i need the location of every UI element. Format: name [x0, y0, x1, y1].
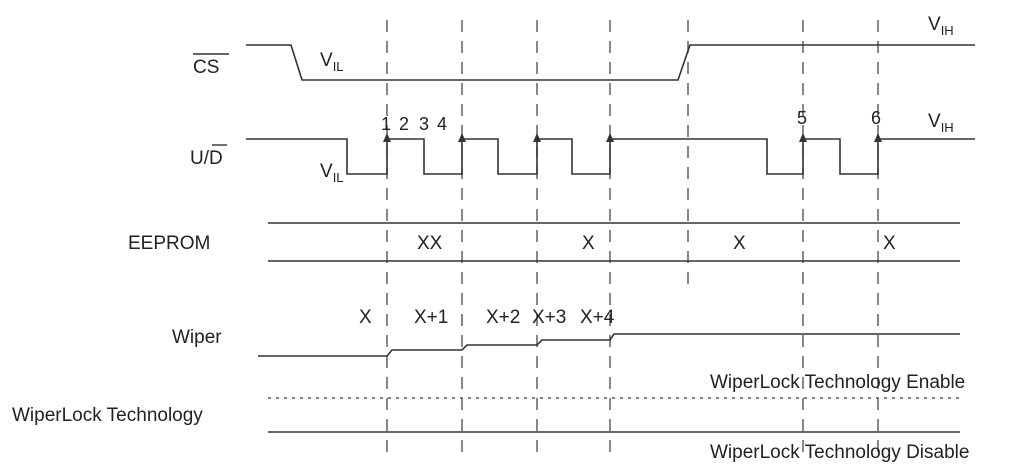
wiper-value: X+4 [580, 307, 615, 328]
cs-label: CS [193, 57, 219, 78]
eeprom-value: X [733, 233, 746, 254]
cs-low-level-label: VIL [320, 50, 344, 74]
rising-edge-arrow [458, 133, 466, 142]
wiper-value: X [359, 307, 372, 328]
wiper-value: X+3 [532, 307, 566, 328]
cs-signal: CS VIL VIH [193, 14, 975, 81]
pulse-number: 6 [871, 108, 881, 128]
eeprom-label: EEPROM [128, 233, 210, 254]
eeprom-value: X [883, 233, 896, 254]
wiper-label: Wiper [172, 327, 222, 348]
wiperlock-enable-label: WiperLock Technology Enable [710, 372, 965, 393]
rising-edge-arrow [606, 133, 614, 142]
ud-waveform [246, 138, 975, 175]
eeprom-signal: EEPROM XX X X X [128, 222, 960, 262]
wiper-value: X+1 [414, 307, 448, 328]
pulse-number: 3 [419, 114, 429, 134]
wiperlock-disable-label: WiperLock Technology Disable [710, 442, 969, 463]
ud-signal: U/D VIL VIH 1 2 3 4 5 6 [190, 108, 975, 185]
pulse-number: 1 [381, 114, 391, 134]
ud-label: U/D [190, 148, 223, 169]
pulse-number: 4 [437, 114, 447, 134]
wiper-signal: Wiper X X+1 X+2 X+3 X+4 [172, 307, 960, 357]
cs-high-level-label: VIH [928, 14, 954, 38]
ud-low-level-label: VIL [320, 161, 344, 185]
wiper-waveform [258, 333, 960, 357]
ud-high-level-label: VIH [928, 111, 954, 135]
eeprom-value: X [582, 233, 595, 254]
eeprom-value: XX [417, 233, 443, 254]
wiperlock-signal: WiperLock Technology WiperLock Technolog… [12, 372, 969, 463]
rising-edge-arrow [874, 133, 882, 142]
wiperlock-label: WiperLock Technology [12, 405, 203, 426]
wiper-value: X+2 [486, 307, 520, 328]
rising-edge-arrow [533, 133, 541, 142]
rising-edge-arrow [799, 133, 807, 142]
timing-guides [386, 20, 879, 455]
pulse-number: 5 [797, 108, 807, 128]
rising-edge-arrow [383, 133, 391, 142]
cs-waveform [246, 44, 975, 81]
pulse-number: 2 [399, 114, 409, 134]
